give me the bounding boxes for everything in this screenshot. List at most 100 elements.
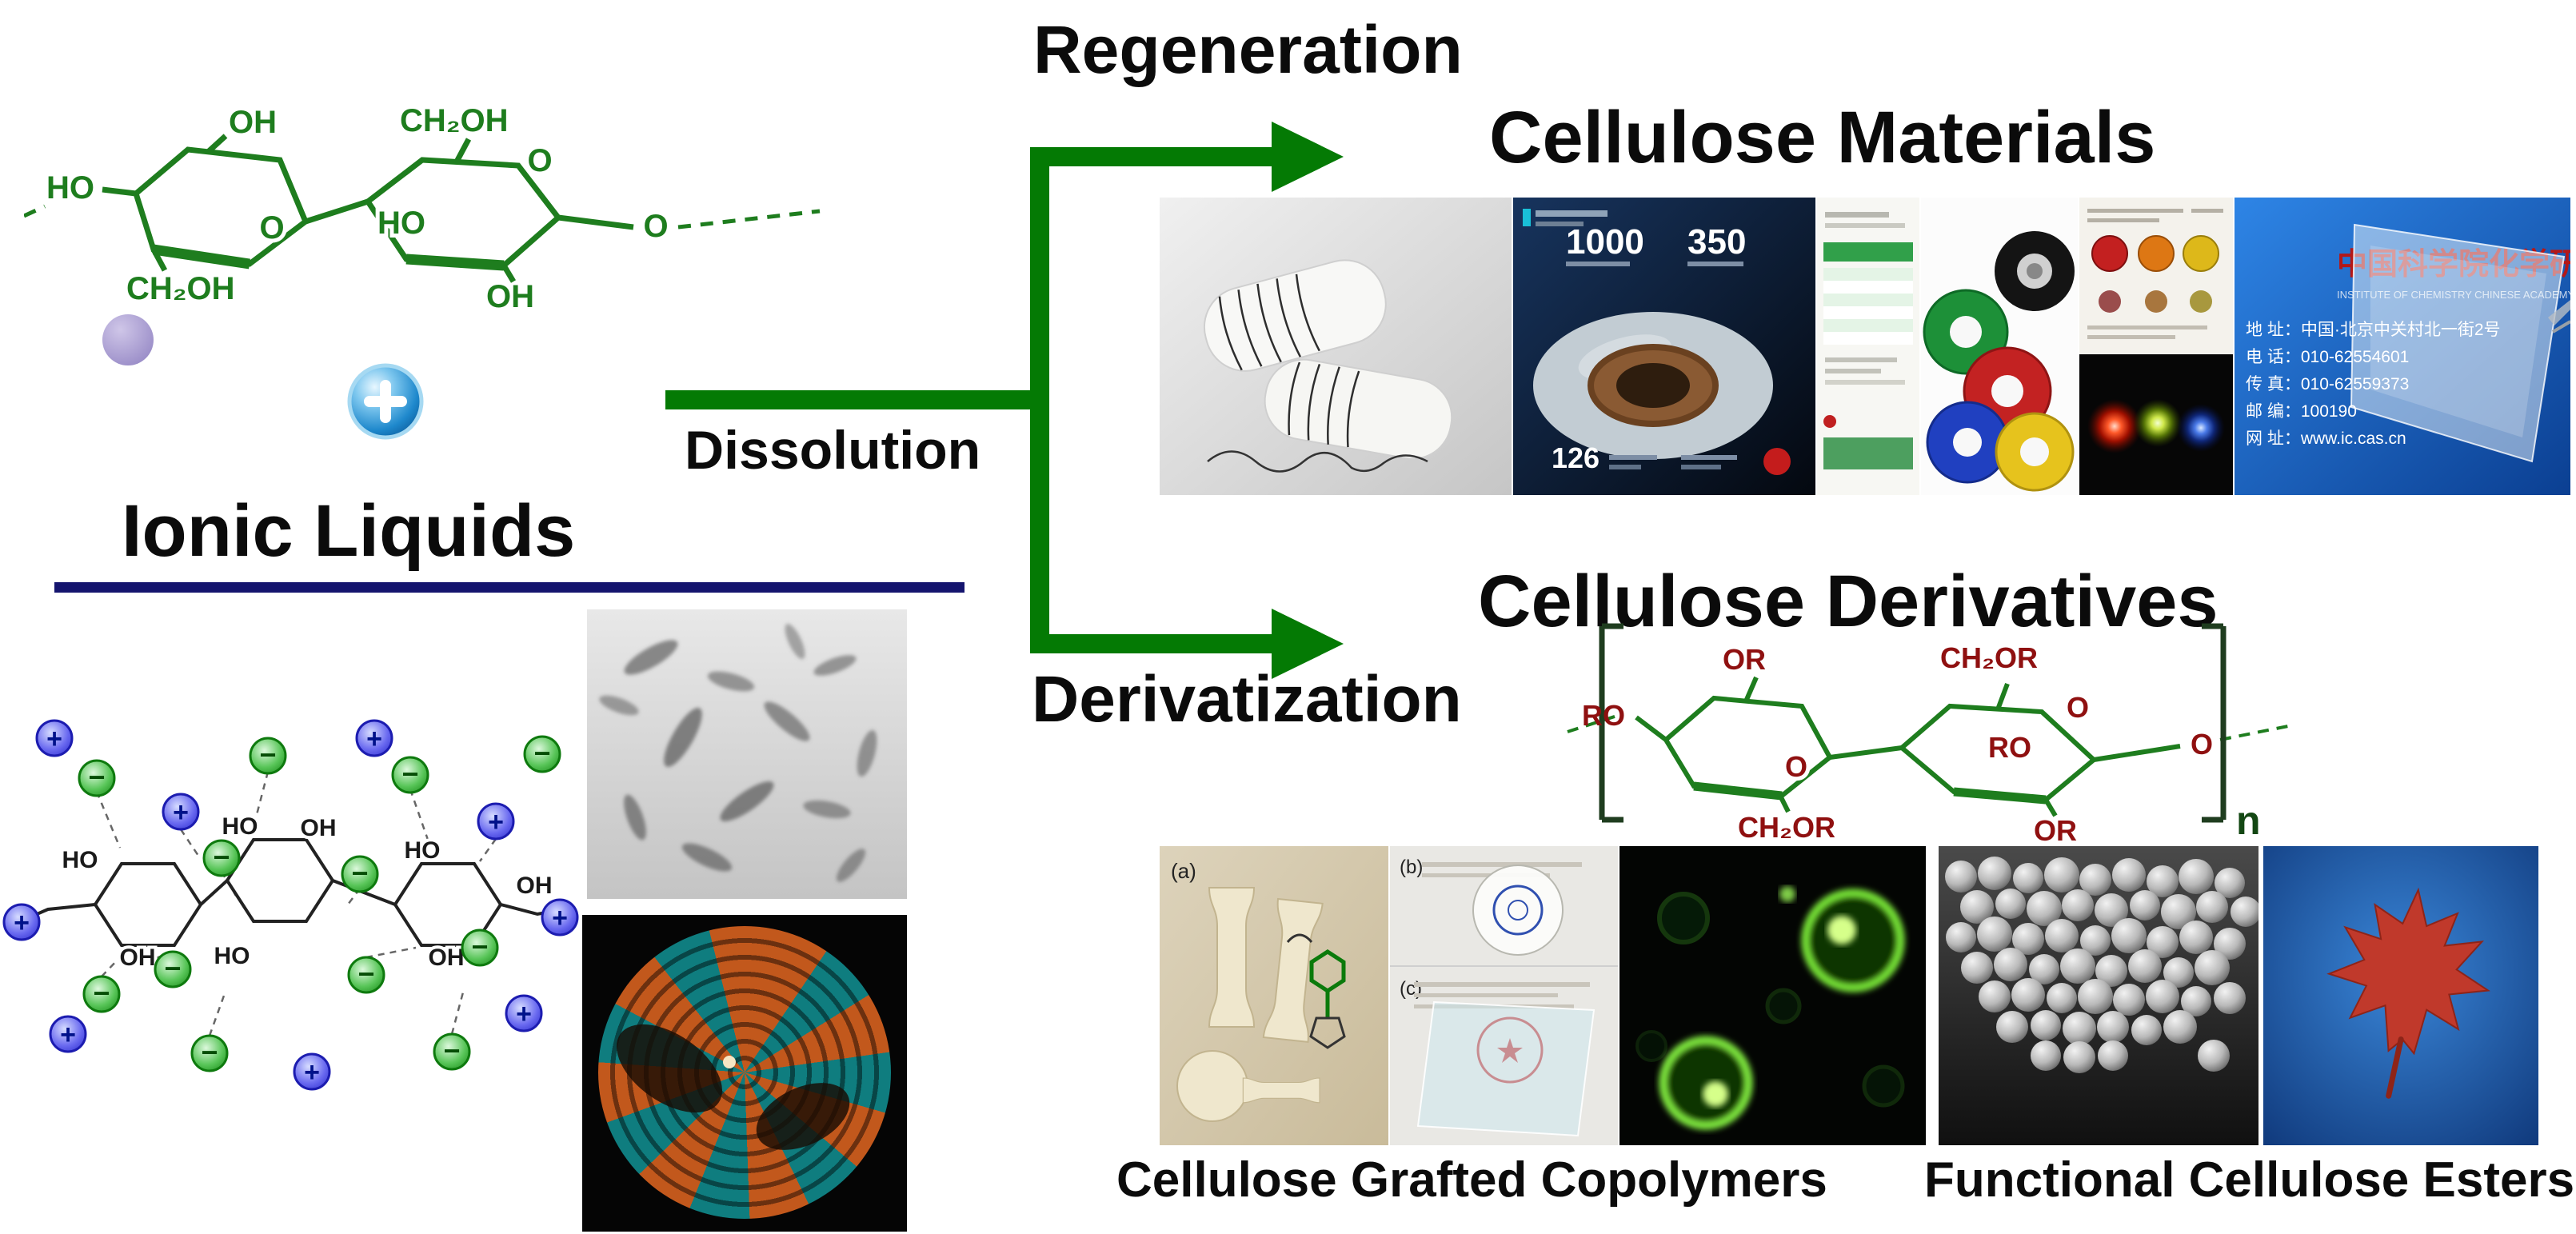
chain-label-ho: HO — [62, 847, 98, 873]
label-ring-o: O — [527, 143, 552, 178]
svg-text:+: + — [552, 903, 568, 933]
cation-icon: + — [505, 994, 543, 1032]
polarized-micrograph — [582, 915, 907, 1232]
anion-icon: − — [82, 975, 121, 1013]
svg-text:+: + — [46, 724, 62, 754]
cellulose-structure: HO OH CH₂OH O HO O CH₂OH OH O — [24, 103, 821, 314]
cellulose-derivative-structure: RO OR CH₂OR O O CH₂OR RO OR O n — [1567, 623, 2293, 847]
label-oh: OH — [486, 279, 534, 314]
graft-scheme-overlay — [1286, 933, 1346, 1049]
anion-icon: − — [202, 839, 241, 877]
tweezers — [2548, 300, 2570, 325]
glow-dot-green — [2134, 399, 2182, 447]
svg-text:−: − — [93, 976, 110, 1009]
label-ro: RO — [1988, 731, 2031, 764]
chain-label-ho: HO — [214, 943, 250, 969]
svg-text:−: − — [471, 930, 488, 963]
maple-leaf — [2326, 887, 2491, 1099]
chain-label-oh: OH — [429, 944, 465, 971]
hydrogen-bonds — [95, 771, 497, 1036]
label-or: OR — [1723, 643, 1766, 676]
chain-label-ho: HO — [222, 813, 258, 840]
contact-line: 网 址：www.ic.cas.cn — [2246, 429, 2406, 448]
anion-icon: − — [190, 1034, 229, 1072]
label-o: O — [2191, 728, 2213, 761]
svg-text:−: − — [351, 857, 368, 889]
cation-icon: + — [355, 719, 393, 757]
label-ch2oh: CH₂OH — [126, 271, 235, 306]
brand-mark — [1523, 209, 1531, 226]
round-film — [1472, 865, 1564, 956]
label-ch2oh: CH₂OH — [400, 103, 509, 138]
purple-sphere — [102, 314, 154, 365]
transparent-film — [2350, 223, 2566, 463]
svg-text:+: + — [60, 1020, 76, 1050]
svg-text:−: − — [443, 1034, 460, 1067]
red-logo-dot — [1763, 448, 1791, 475]
plus-icon — [347, 363, 424, 440]
anion-icon: − — [461, 928, 499, 967]
brochure-stat: 126 — [1552, 441, 1600, 474]
cation-icon: + — [2, 903, 41, 941]
fluorescent-capsule — [1801, 889, 1905, 992]
label-ring-o: O — [1785, 750, 1807, 783]
panel-label-b: (b) — [1400, 857, 1423, 878]
loose-thread — [1207, 450, 1428, 473]
photo-sem-microspheres — [1939, 846, 2258, 1145]
arrow-head-bottom — [1272, 609, 1344, 679]
anion-icon: − — [523, 735, 561, 773]
label-oh: OH — [229, 105, 277, 140]
cation-icon: + — [293, 1052, 331, 1091]
contact-line: 传 真：010-62559373 — [2246, 375, 2409, 393]
ionic-liquids-underline — [54, 582, 965, 593]
anion-icon: − — [154, 950, 192, 988]
heading-derivatization: Derivatization — [1032, 663, 1462, 736]
chain-label-oh: OH — [517, 873, 553, 899]
photo-fluorescent-microscopy — [1619, 846, 1926, 1145]
photo-product-sheet — [1817, 198, 1919, 495]
label-ring-o: O — [259, 210, 284, 246]
heading-regeneration: Regeneration — [1033, 12, 1463, 87]
svg-text:−: − — [201, 1036, 218, 1068]
photo-derivative-films: (b) (c) — [1390, 846, 1618, 1145]
brochure-stat: 1000 — [1566, 222, 1644, 262]
cation-icon: + — [477, 802, 515, 841]
anion-icon: − — [391, 756, 429, 794]
glow-dot-red — [2087, 399, 2142, 453]
cation-icon: + — [541, 898, 579, 936]
svg-text:+: + — [173, 797, 189, 828]
brochure-stat: 350 — [1687, 222, 1746, 262]
svg-text:+: + — [488, 807, 504, 837]
contact-line: 邮 编：100190 — [2246, 402, 2357, 421]
anion-icon: − — [78, 759, 116, 797]
panel-label-a: (a) — [1171, 859, 1196, 883]
anions: − − − − − − − − − − − − — [78, 735, 561, 1072]
fluorescent-capsule — [1659, 1036, 1753, 1130]
heading-cellulose-materials: Cellulose Materials — [1489, 97, 2156, 178]
heading-ionic-liquids: Ionic Liquids — [122, 490, 576, 572]
cations: + + + + + + + + + — [2, 719, 579, 1091]
contact-line: 电 话：010-62554601 — [2246, 348, 2409, 366]
photo-fluorescent-dots-page — [2079, 198, 2233, 495]
caption-grafted-copolymers: Cellulose Grafted Copolymers — [1116, 1152, 1827, 1208]
cation-icon: + — [35, 719, 74, 757]
label-ro: RO — [1582, 699, 1625, 732]
cellulose-chain — [10, 838, 573, 947]
arrow-head-top — [1272, 122, 1344, 192]
photo-maple-leaf-film — [2263, 846, 2538, 1145]
svg-text:−: − — [213, 841, 230, 873]
label-ch2or: CH₂OR — [1738, 811, 1835, 844]
repeat-brackets — [1599, 623, 2227, 823]
photo-regenerated-fibers — [1160, 198, 1512, 495]
transparent-film — [1416, 1000, 1596, 1137]
cation-icon: + — [49, 1015, 87, 1053]
disc-center — [723, 1056, 736, 1068]
anion-icon: − — [249, 737, 287, 775]
photo-transparent-film-card: 中国科学院化学研究所 INSTITUTE OF CHEMISTRY CHINES… — [2235, 198, 2570, 495]
svg-text:+: + — [14, 908, 30, 938]
svg-text:−: − — [259, 738, 276, 771]
svg-text:−: − — [357, 957, 374, 990]
chain-label-oh: OH — [301, 815, 337, 841]
